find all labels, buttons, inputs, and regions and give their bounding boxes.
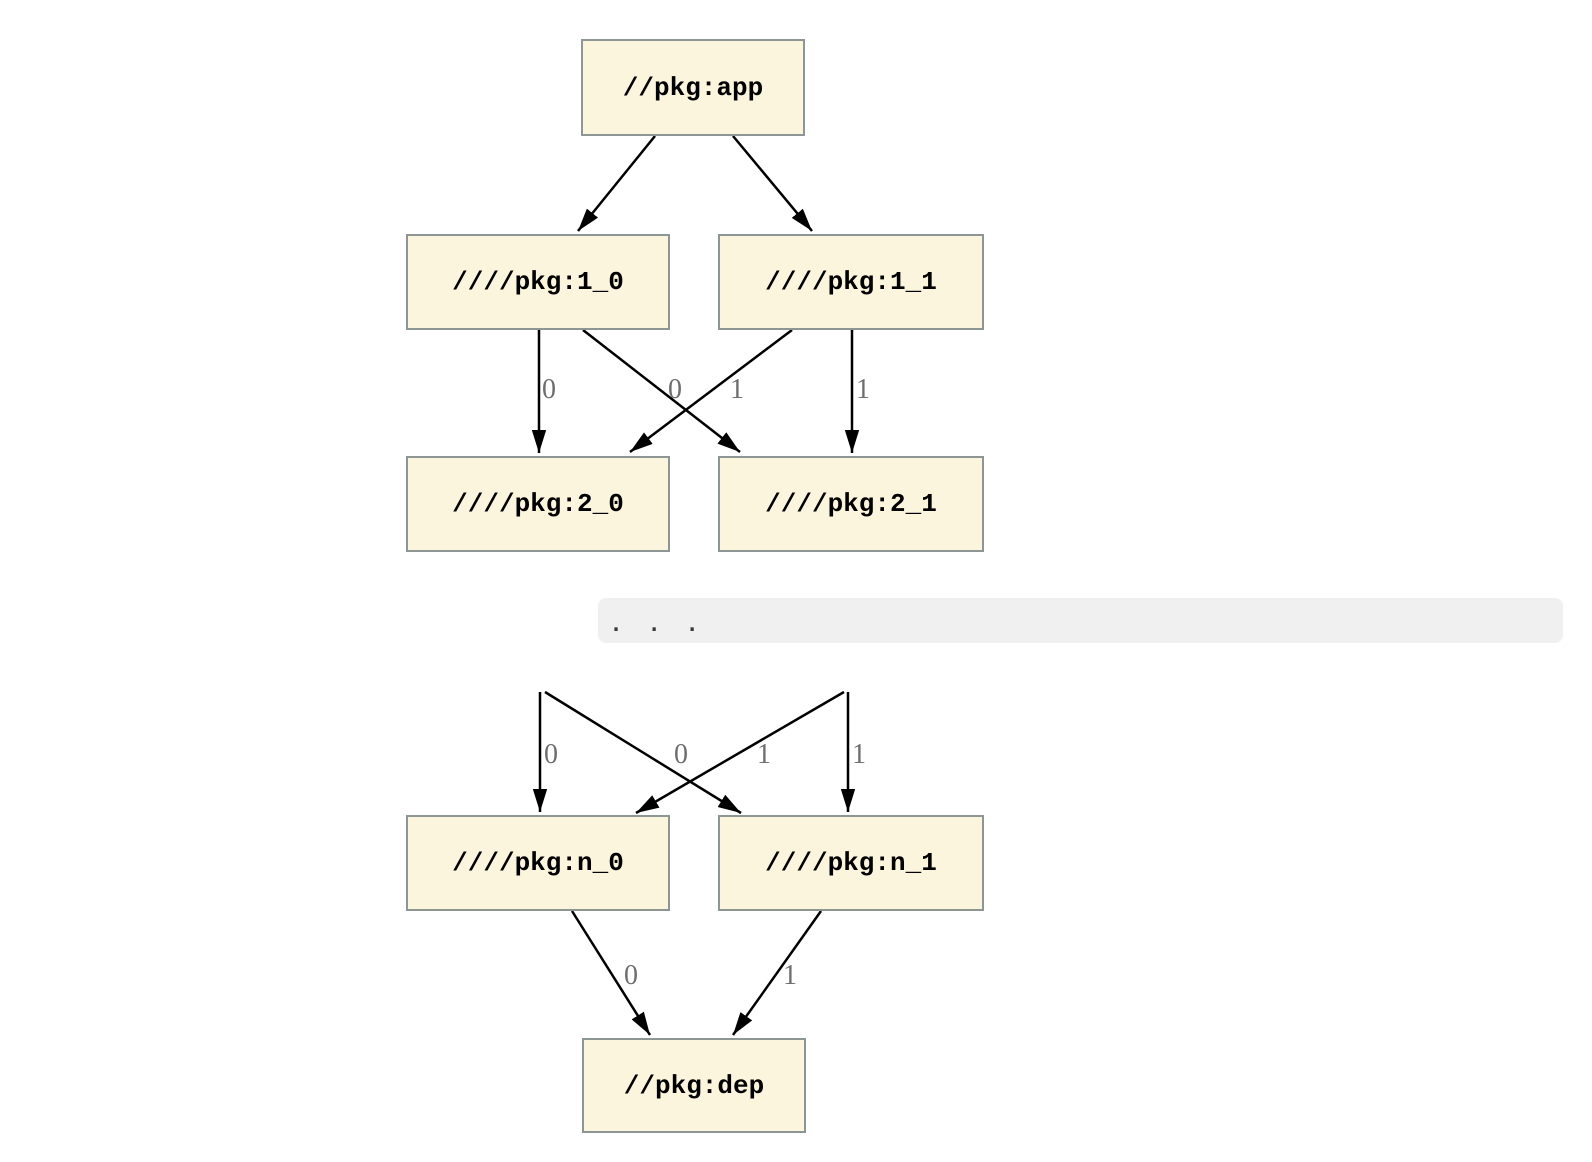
edge-n_1-to-dep [731, 910, 823, 1036]
edge-app-to-1_1 [732, 135, 813, 232]
edge-1_0-to-2_1 [582, 329, 741, 453]
ellipsis-text: . . . [610, 611, 706, 636]
node-label: ////pkg:n_0 [452, 848, 624, 878]
ellipsis-bar: . . . [598, 598, 1563, 643]
node-label: ////pkg:n_1 [765, 848, 937, 878]
node-label: //pkg:app [622, 72, 764, 103]
node-label: //pkg:dep [623, 1070, 765, 1101]
edge-app-to-1_0 [577, 135, 656, 232]
node-pkg-1_1: ////pkg:1_1 [718, 234, 984, 330]
edge-label: 0 [544, 739, 558, 770]
node-pkg-1_0: ////pkg:1_0 [406, 234, 670, 330]
node-pkg-app: //pkg:app [581, 39, 805, 136]
edge-label: 0 [674, 739, 688, 770]
edge-label: 1 [856, 374, 870, 405]
edge-label: 0 [624, 960, 638, 991]
node-label: ////pkg:1_1 [765, 267, 937, 297]
node-pkg-n_1: ////pkg:n_1 [718, 815, 984, 911]
node-pkg-2_1: ////pkg:2_1 [718, 456, 984, 552]
node-label: ////pkg:2_0 [452, 489, 624, 519]
node-pkg-dep: //pkg:dep [582, 1038, 806, 1133]
edge-trunc-right-to-n_0 [635, 690, 845, 815]
edge-label: 1 [730, 374, 744, 405]
edge-label: 1 [757, 739, 771, 770]
node-label: ////pkg:2_1 [765, 489, 937, 519]
edge-n_0-to-dep [570, 910, 652, 1036]
edge-1_1-to-2_0 [629, 329, 793, 453]
edge-label: 0 [542, 374, 556, 405]
edge-label: 1 [783, 960, 797, 991]
edge-trunc-left-to-n_1 [544, 690, 742, 815]
edge-label: 1 [852, 739, 866, 770]
node-label: ////pkg:1_0 [452, 267, 624, 297]
node-pkg-2_0: ////pkg:2_0 [406, 456, 670, 552]
node-pkg-n_0: ////pkg:n_0 [406, 815, 670, 911]
edge-label: 0 [668, 374, 682, 405]
